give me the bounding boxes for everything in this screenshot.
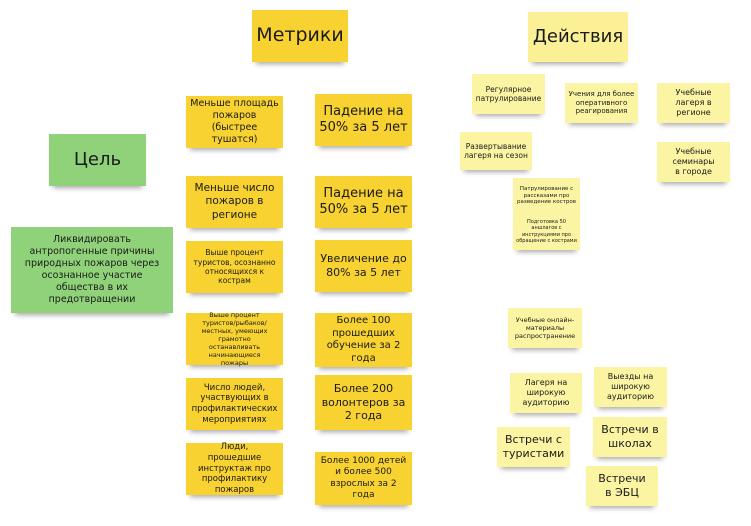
metric-note[interactable]: Меньше число пожаров в регионе [186,176,283,228]
metric-note[interactable]: Выше процент туристов, осознанно относящ… [186,241,283,293]
metrics-header[interactable]: Метрики [252,10,348,62]
target-note[interactable]: Более 1000 детей и более 500 взрослых за… [315,452,412,505]
action-note[interactable]: Развертывание лагеря на сезон [460,132,532,170]
metric-note[interactable]: Выше процент туристов/рыбаков/местных, у… [186,311,283,367]
action-note[interactable]: Лагеря на широкую аудиторию [510,373,582,413]
goal-text[interactable]: Ликвидировать антропогенные причины прир… [11,227,173,313]
action-note[interactable]: Подготовка 50 аншлагов с инструкциями пр… [513,213,580,250]
action-note[interactable]: Встречи в школах [593,417,667,457]
action-note[interactable]: Выезды на широкую аудиторию [594,367,667,407]
action-note[interactable]: Учебные семинары в городе [657,142,730,182]
action-note[interactable]: Встречи с туристами [497,427,570,467]
metric-note[interactable]: Число людей, участвующих в профилактичес… [186,378,283,430]
action-note[interactable]: Учебные лагеря в регионе [657,83,730,123]
action-note[interactable]: Учебные онлайн-материалы распространение [508,308,582,348]
actions-header[interactable]: Действия [528,12,628,62]
action-note[interactable]: Встречи в ЭБЦ [586,466,658,506]
action-note[interactable]: Патрулирование с рассказами про разведен… [513,178,580,214]
target-note[interactable]: Более 200 волонтеров за 2 года [315,375,412,430]
target-note[interactable]: Падение на 50% за 5 лет [315,176,412,228]
action-note[interactable]: Учения для более оперативного реагирован… [565,83,638,123]
target-note[interactable]: Увеличение до 80% за 5 лет [315,240,412,292]
action-note[interactable]: Регулярное патрулирование [472,74,545,114]
target-note[interactable]: Падение на 50% за 5 лет [315,94,412,146]
metric-note[interactable]: Люди, прошедшие инструктаж про профилакт… [186,442,283,495]
target-note[interactable]: Более 100 прошедших обучение за 2 года [315,313,412,367]
metric-note[interactable]: Меньше площадь пожаров (быстрее тушатся) [186,96,283,148]
goal-header[interactable]: Цель [49,134,146,186]
